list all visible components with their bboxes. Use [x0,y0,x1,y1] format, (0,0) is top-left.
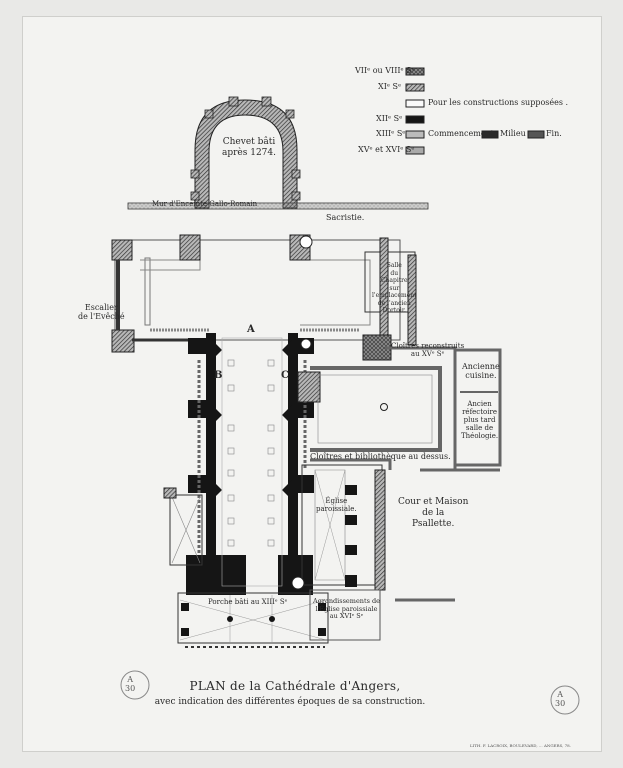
label-gallo-roman-wall: Mur d'Enceinte Gallo-Romain [152,200,258,208]
legend-row5: XIIIᵉ Sᵉ [376,129,406,138]
legend-swatch-row5 [405,130,425,139]
label-escalier: Escalier de l'Evêché [78,303,125,321]
nave-walls [186,333,314,595]
legend-row3: Pour les constructions supposées . [428,98,569,107]
legend-row5-commencement: Commencement [428,129,494,138]
rose-ornament [299,235,313,249]
legend-row2: XIᵉ Sᵉ [378,82,402,91]
legend-swatch-row2 [405,83,425,92]
stamp-left-text: A 30 [125,675,136,693]
legend-swatch-row4 [405,115,425,124]
letter-a: A [247,324,255,335]
legend-row1: VIIᵉ ou VIIIᵉ Sᵉ [355,66,415,75]
legend-row6: XVᵉ et XVIᵉ Sᵉ [358,145,415,154]
cloister-courtyard [310,366,442,452]
legend-swatch-fin [527,130,545,139]
label-cour-psallette: Cour et Maison de la Psallette. [398,497,469,529]
label-agrandissements: Agrandissements de l'Église paroissiale … [313,597,380,620]
label-salle-chapitre: Salle du Chapitre sur l'emplacement de l… [372,262,417,314]
stamp-left [120,670,150,700]
legend-row5-fin: Fin. [546,129,562,138]
letter-b: B [214,370,223,381]
legend-swatch-milieu [481,130,499,139]
label-ancienne-cuisine: Ancienne cuisine. [462,362,500,380]
label-sacristie: Sacristie. [326,213,365,222]
legend-swatch-row1 [405,67,425,76]
label-cloitres-bibliotheque: Cloîtres et bibliothèque au dessus. [310,452,451,461]
label-eglise-paroissiale: Église paroissiale. [316,497,357,513]
legend-row5-milieu: Milieu [500,129,526,138]
legend-swatch-row3 [405,99,425,108]
printer-credit: LITH. F. LACROIX, BOULEVARD, ... ANGERS,… [470,743,571,748]
legend-row4: XIIᵉ Sᵉ [376,114,403,123]
plan-subtitle: avec indication des différentes époques … [154,697,426,707]
stamp-right-text: A 30 [555,690,566,708]
letter-c: C [281,370,289,381]
plan-title: PLAN de la Cathédrale d'Angers, [189,679,401,693]
legend-swatch-row6 [405,146,425,155]
porch [177,592,329,644]
label-chevet: Chevet bâti après 1274. [222,137,276,158]
label-refectoire: Ancien réfectoire plus tard salle de Thé… [461,400,499,440]
label-porche: Porche bâti au XIIIᵉ Sᵉ [208,598,288,606]
label-cloitres-xv: Cloîtres reconstruits au XVᵉ Sᵉ [391,342,465,358]
stamp-right [550,685,580,715]
